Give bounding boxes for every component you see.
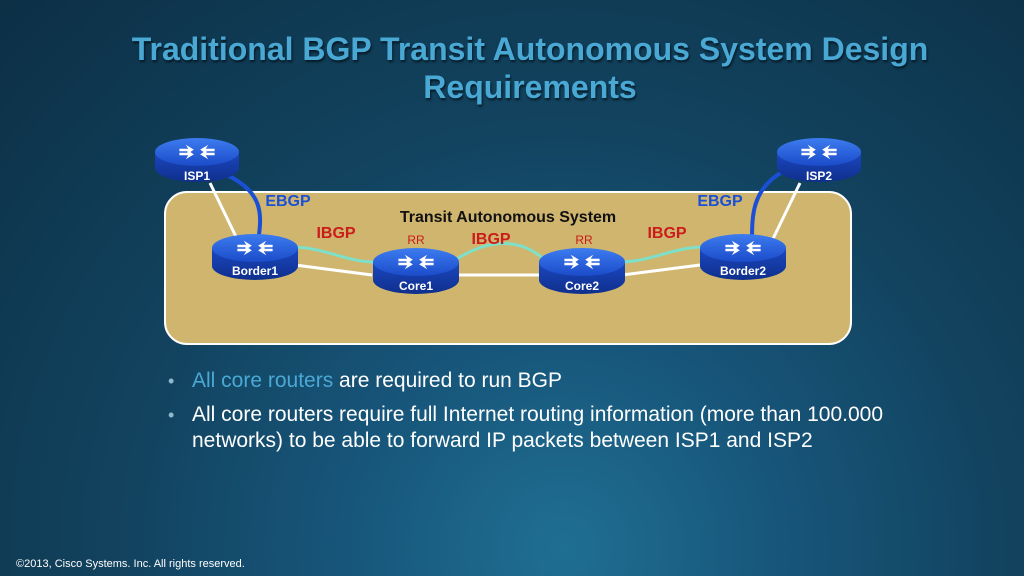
router-isp1: [155, 138, 239, 182]
label-isp1: ISP1: [184, 169, 210, 183]
label-core2: Core2: [565, 279, 599, 293]
copyright-footer: ©2013, Cisco Systems. Inc. All rights re…: [16, 558, 245, 570]
label-isp2: ISP2: [806, 169, 832, 183]
ibgp-middle-label: IBGP: [471, 231, 510, 248]
bullet-highlight: All core routers: [192, 369, 334, 392]
as-label: Transit Autonomous System: [400, 209, 616, 226]
rr-right-label: RR: [575, 233, 593, 247]
transit-as-box: [164, 191, 852, 345]
bullet-item: • All core routers are required to run B…: [168, 368, 888, 394]
physical-links: [208, 182, 802, 277]
router-border2: [700, 234, 786, 280]
router-isp2: [777, 138, 861, 182]
ibgp-left-label: IBGP: [316, 225, 355, 242]
bullet-dot-icon: •: [168, 371, 175, 391]
rr-left-label: RR: [407, 233, 425, 247]
slide-title: Traditional BGP Transit Autonomous Syste…: [131, 31, 929, 105]
label-core1: Core1: [399, 279, 433, 293]
ebgp-right-label: EBGP: [697, 193, 743, 210]
bullet-text: All core routers require full Internet r…: [192, 403, 884, 452]
bullet-dot-icon: •: [168, 405, 175, 425]
router-core2: [539, 248, 625, 294]
bullet-text: are required to run BGP: [333, 369, 563, 392]
router-border1: [212, 234, 298, 280]
label-border2: Border2: [720, 264, 766, 278]
label-border1: Border1: [232, 264, 278, 278]
ebgp-links: [219, 170, 784, 243]
bullet-list: • All core routers are required to run B…: [168, 368, 888, 462]
router-core1: [373, 248, 459, 294]
ebgp-left-label: EBGP: [265, 193, 311, 210]
bullet-item: • All core routers require full Internet…: [168, 402, 888, 454]
ibgp-right-label: IBGP: [647, 225, 686, 242]
